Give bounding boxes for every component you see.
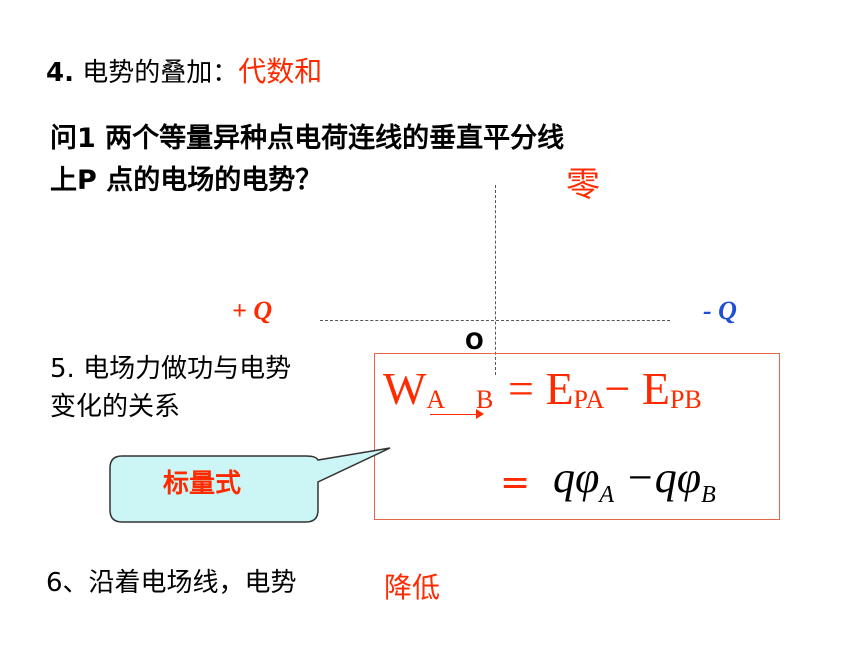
- work-sub-a: A: [426, 385, 446, 414]
- question-1-line-1: 问1 两个等量异种点电荷连线的垂直平分线: [50, 123, 565, 154]
- positive-charge-label: + Q: [232, 296, 273, 325]
- phi-sub-b: B: [701, 481, 716, 508]
- callout-bubble: [109, 447, 391, 523]
- perpendicular-bisector-line: [495, 185, 496, 375]
- arrow-line: [430, 414, 478, 415]
- callout-shape: [109, 447, 391, 523]
- potential-energy-difference: = EPA− EPB: [508, 362, 702, 415]
- arrow-right-icon: [476, 409, 484, 419]
- item-4: 4. 电势的叠加：代数和: [46, 50, 322, 90]
- sub-pb: PB: [669, 385, 702, 414]
- minus-charge-q: −q: [614, 453, 677, 502]
- item-5-line-2: 变化的关系: [50, 392, 181, 422]
- origin-label: O: [465, 330, 484, 355]
- formula-box: [374, 353, 780, 520]
- item-4-text: 电势的叠加：: [82, 58, 239, 88]
- charge-connecting-line: [320, 320, 670, 321]
- charge-q: q: [553, 453, 575, 502]
- work-symbol: WA: [383, 362, 445, 415]
- item-5-line-1: 5. 电场力做功与电势: [50, 354, 292, 384]
- item-5: 5. 电场力做功与电势 变化的关系: [50, 350, 291, 426]
- negative-charge-label: - Q: [703, 296, 737, 325]
- question-1-answer: 零: [566, 165, 600, 205]
- question-1: 问1 两个等量异种点电荷连线的垂直平分线 上P 点的电场的电势？: [50, 118, 564, 202]
- work-sub-b: B: [476, 385, 494, 414]
- phi-b: φ: [676, 453, 702, 502]
- phi-sub-a: A: [599, 481, 615, 508]
- callout-label: 标量式: [163, 469, 242, 499]
- item-4-answer: 代数和: [238, 55, 323, 88]
- item-6-text: 6、沿着电场线，电势: [46, 568, 297, 598]
- sub-pa: PA: [573, 385, 605, 414]
- rhs-epb: − E: [604, 363, 670, 414]
- question-1-line-2: 上P 点的电场的电势？: [50, 165, 323, 196]
- work-letter: W: [383, 363, 427, 414]
- equals-sign: =: [500, 462, 531, 503]
- potential-difference-expression: qφA −qφB: [553, 452, 716, 509]
- phi-a: φ: [575, 453, 600, 502]
- item-4-label: 4.: [46, 58, 74, 88]
- item-6-answer: 降低: [384, 571, 441, 604]
- rhs-epa: = E: [508, 363, 574, 414]
